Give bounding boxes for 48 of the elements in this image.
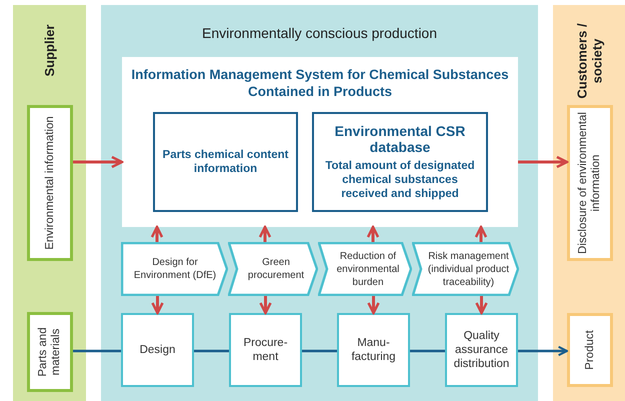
arrow [518,156,568,168]
box-text: Environmental information [44,116,56,250]
arrow [518,346,568,356]
box-text: Manu- facturing [350,336,397,364]
chevron-step [121,242,228,296]
step-text: Green procurement [246,256,306,282]
column-panel [553,5,625,401]
section-panel [101,5,538,401]
section-heading: Environmentally conscious production [200,25,438,41]
process-box [121,313,194,387]
box-text: Total amount of designated chemical substances received and shipped [324,159,476,201]
arrow [259,296,272,314]
box-text: Design [140,343,176,357]
process-box [337,313,410,387]
database-box [312,112,488,212]
arrow [366,226,380,242]
arrow [367,296,380,314]
system-panel [122,57,518,227]
box-heading: Environmental CSR database [334,123,466,155]
box-text: Product [584,330,596,370]
chevron-step [318,242,412,296]
panel-title: Information Management System for Chemical Substances Contained in Products [130,66,510,100]
arrow [258,226,272,242]
column-heading: Customers / society [574,22,604,100]
chevron-step [228,242,318,296]
column-panel [13,5,86,401]
arrow [474,226,488,242]
arrow [151,296,164,314]
arrow [73,156,124,168]
box-text: Parts chemical content information [162,148,290,176]
database-box [153,112,298,212]
step-text: Reduction of environmental burden [336,250,400,288]
info-box [567,105,613,261]
box-text: Quality assurance distribution [452,329,510,371]
arrow [475,296,488,314]
info-box [27,312,73,392]
step-text: Design for Environment (DfE) [132,256,218,282]
info-box [27,105,73,261]
box-text: Procure- ment [242,336,289,364]
arrow [150,226,164,242]
box-text: Disclosure of environmental information [577,111,603,256]
step-text: Risk management (individual product traceability) [426,250,510,288]
process-box [445,313,518,387]
process-box [229,313,302,387]
column-heading: Supplier [42,24,57,77]
box-text: Parts and materials [37,326,63,379]
info-box [567,313,613,387]
chevron-step [412,242,519,296]
